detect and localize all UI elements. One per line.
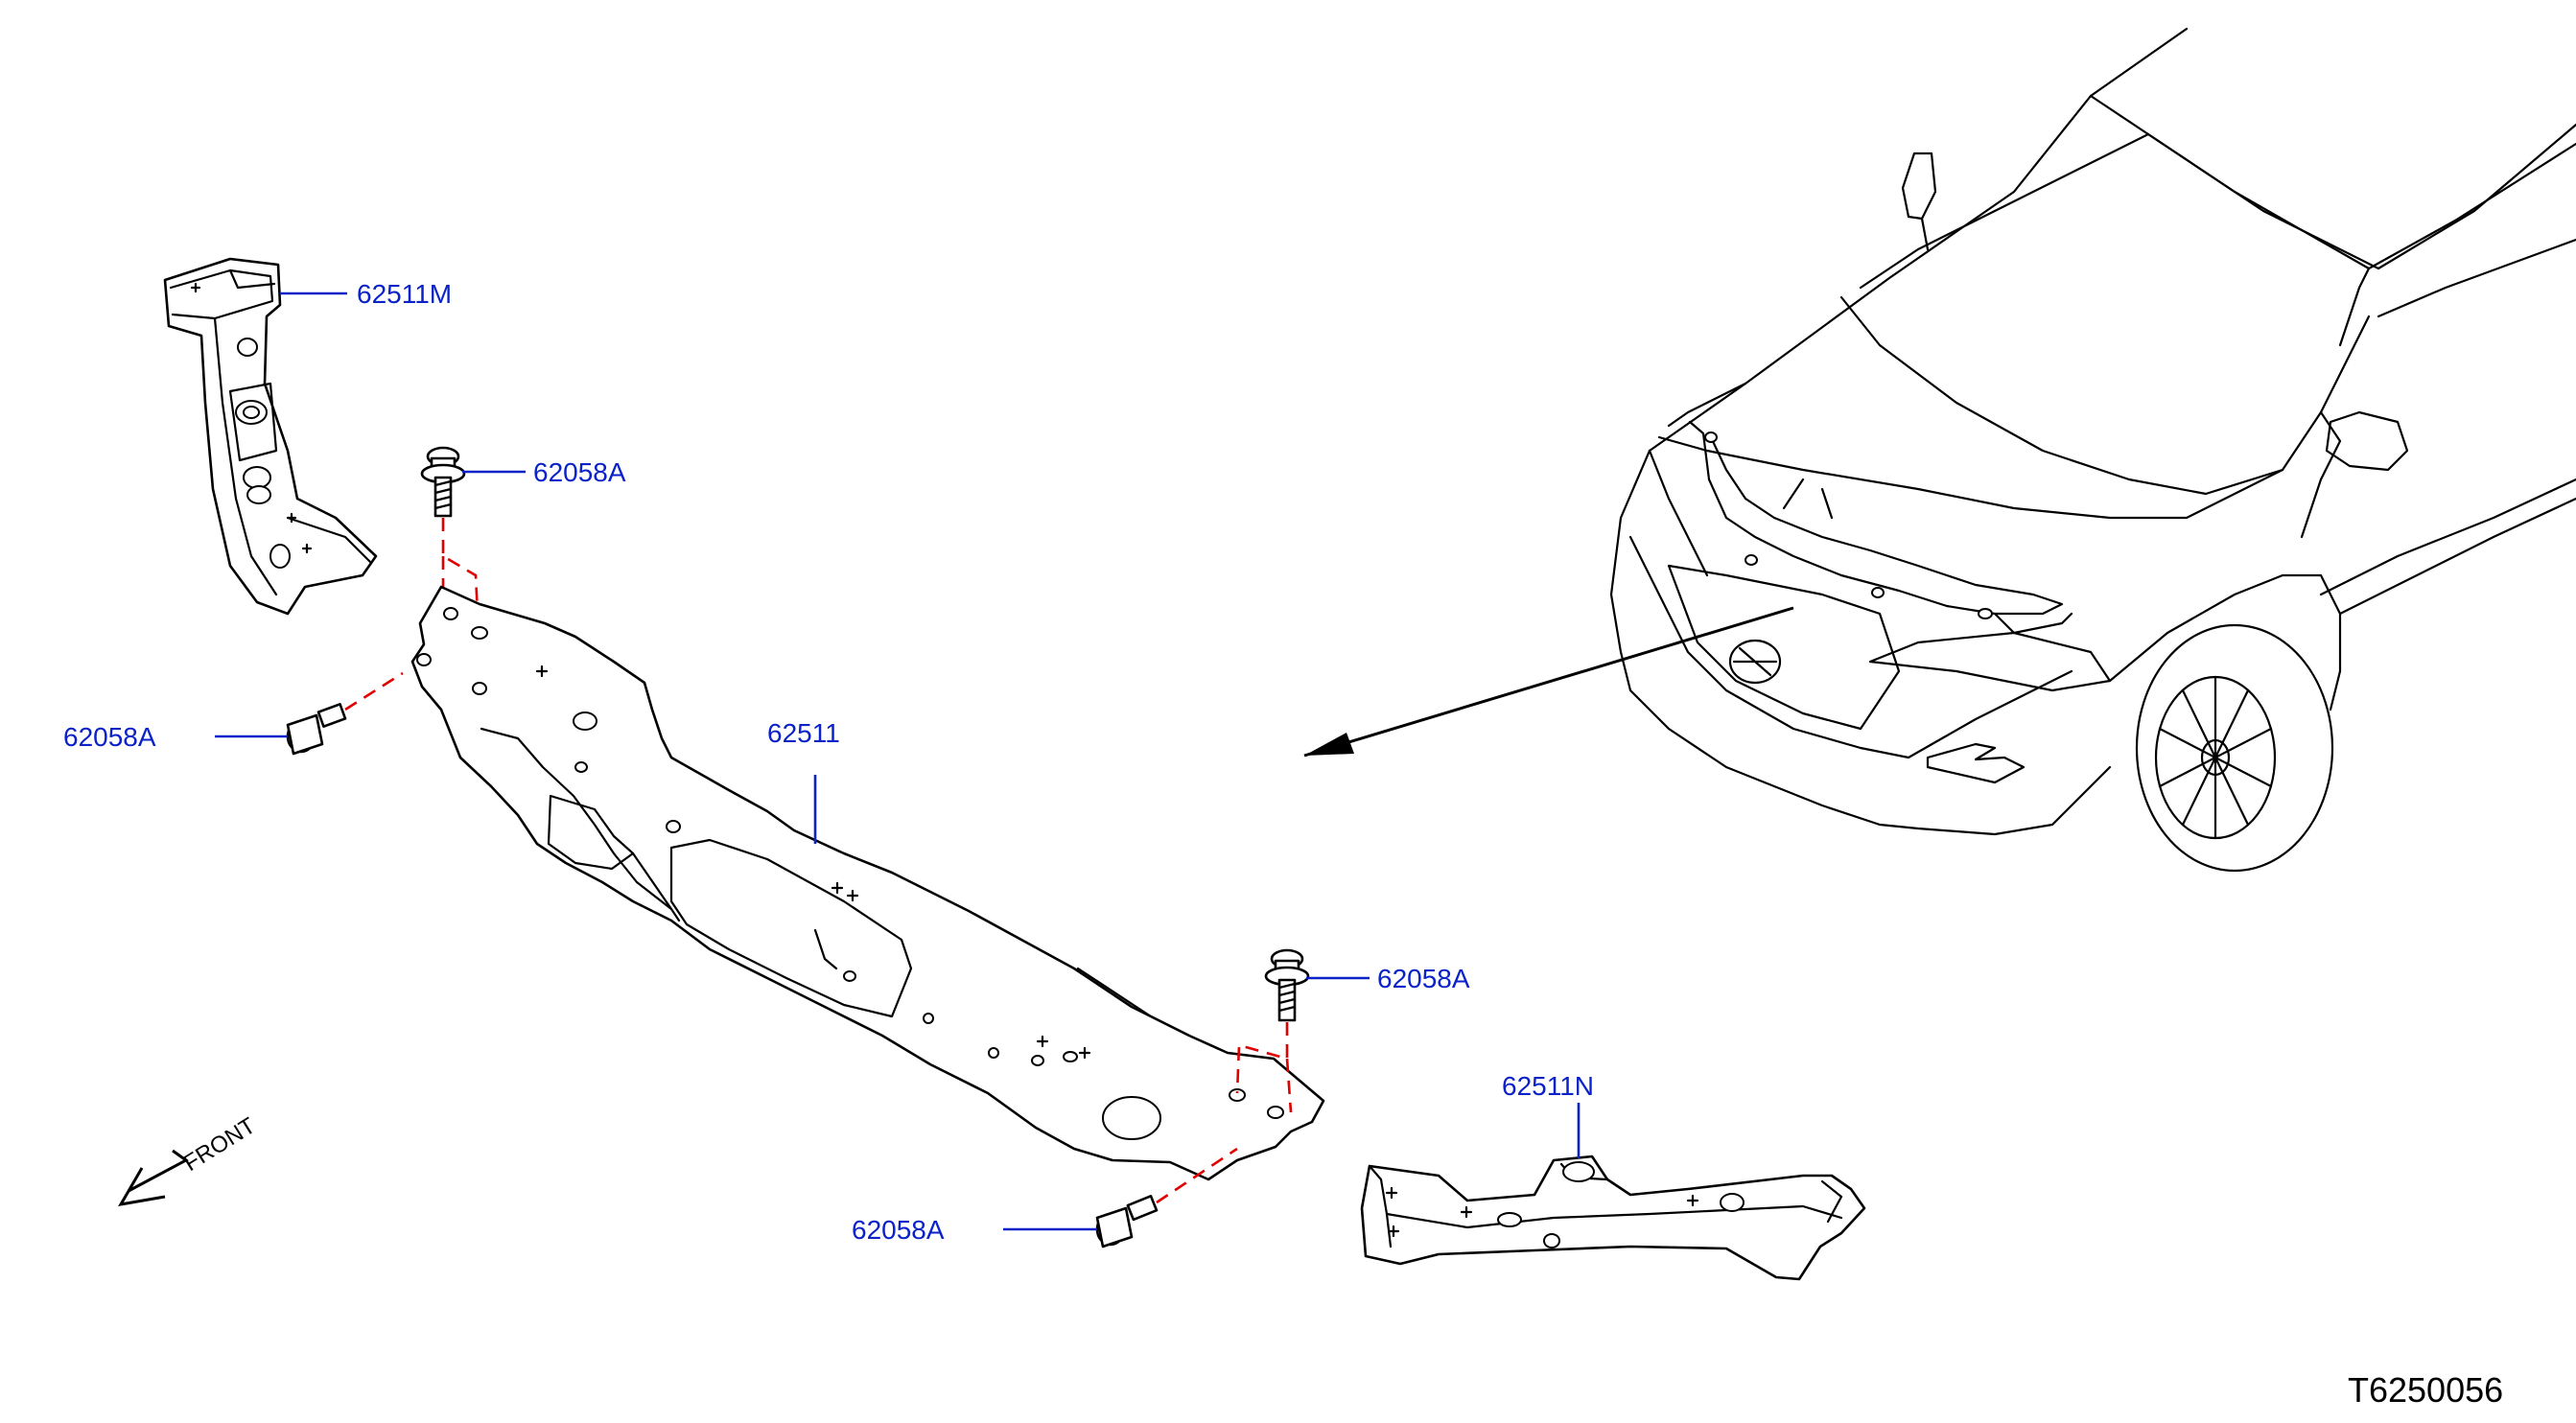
bracket-62511N [1360, 1155, 1866, 1281]
callout-bolt-top: 62058A [533, 457, 626, 487]
bolt-left [286, 703, 347, 756]
callout-62511N: 62511N [1502, 1071, 1594, 1101]
bolt-right-install-line [1235, 1022, 1293, 1113]
callout-bolt-bottom: 62058A [852, 1215, 945, 1245]
callout-bolt-right: 62058A [1377, 964, 1470, 993]
callout-62511M: 62511M [357, 279, 452, 309]
car-overview-illustration [1609, 27, 2576, 873]
bolt-bottom [1095, 1195, 1159, 1248]
front-indicator: FRONT [118, 1112, 261, 1207]
bolt-top [420, 446, 466, 518]
front-label: FRONT [179, 1112, 261, 1177]
bracket-62511M [163, 257, 378, 616]
callout-62511: 62511 [767, 718, 840, 748]
diagram-reference-code: T6250056 [2348, 1370, 2503, 1410]
front-arrow-icon [118, 1149, 189, 1207]
bolt-left-install-line [344, 671, 404, 712]
bolt-bottom-install-line [1156, 1147, 1238, 1204]
bolt-right [1264, 948, 1310, 1022]
location-pointer-arrow [1303, 606, 1794, 758]
bolt-top-install-line [441, 518, 480, 615]
callout-bolt-left: 62058A [63, 722, 156, 752]
core-support-62511 [410, 585, 1325, 1181]
